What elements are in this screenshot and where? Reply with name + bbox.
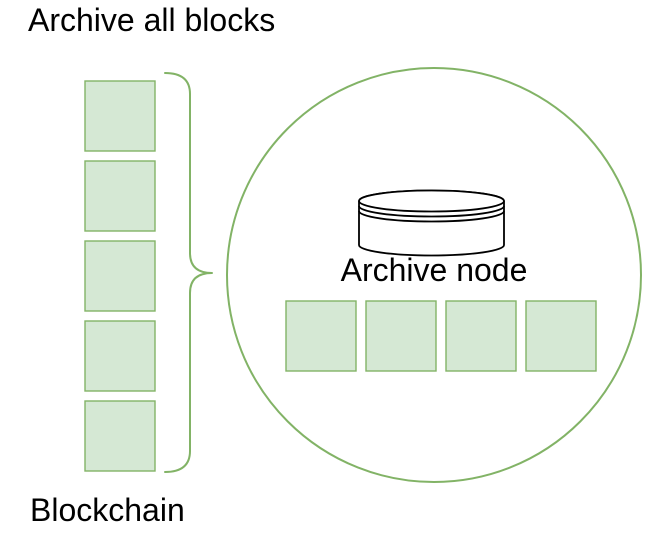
database-cylinder-ring-1 — [358, 205, 505, 218]
diagram-title: Archive all blocks — [28, 2, 276, 38]
blockchain-block — [84, 240, 156, 312]
archive-block — [365, 300, 437, 372]
blockchain-block — [84, 160, 156, 232]
blockchain-label: Blockchain — [30, 492, 185, 528]
database-cylinder-top — [358, 189, 505, 213]
archive-node-circle — [226, 67, 642, 483]
blockchain-blocks-group — [84, 80, 156, 472]
database-cylinder-icon — [358, 189, 505, 257]
archive-block — [445, 300, 517, 372]
archive-node-label: Archive node — [340, 252, 528, 288]
archive-block — [285, 300, 357, 372]
blockchain-block — [84, 320, 156, 392]
blockchain-block — [84, 80, 156, 152]
archive-block — [525, 300, 597, 372]
archive-blocks-group — [285, 300, 597, 372]
blockchain-block — [84, 400, 156, 472]
database-cylinder-ring-2 — [358, 210, 505, 223]
curly-brace-icon — [164, 72, 213, 473]
